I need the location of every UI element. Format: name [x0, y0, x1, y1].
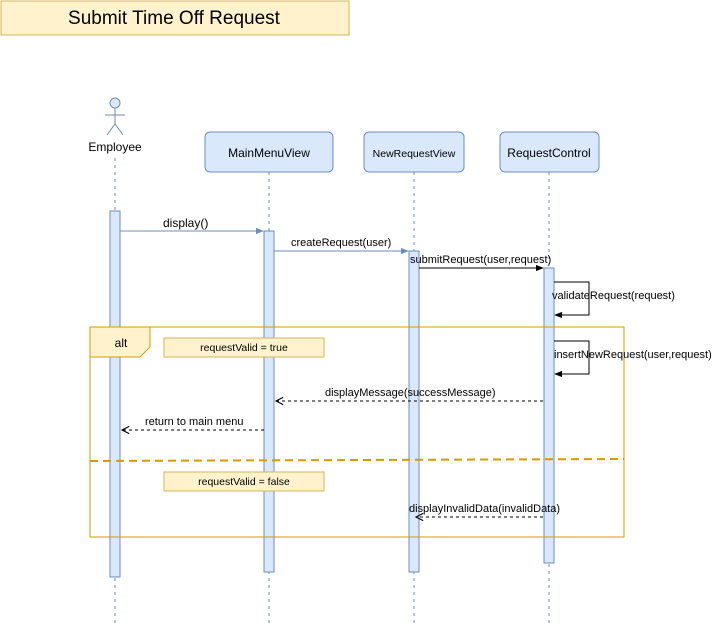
message-label: createRequest(user)	[291, 237, 391, 249]
message-display-invalid-data: displayInvalidData(invalidData)	[409, 503, 560, 517]
actor-label: Employee	[88, 140, 142, 154]
title-box	[0, 0, 350, 36]
activation-employee	[109, 210, 121, 578]
guard-true-label: requestValid = true	[200, 342, 288, 354]
lifeline-label: RequestControl	[507, 146, 590, 160]
lifeline-newrequestview-header: NewRequestView	[363, 131, 465, 173]
message-display-message: displayMessage(successMessage)	[276, 387, 543, 401]
activation-mainmenuview	[263, 230, 275, 573]
lifeline-mainmenuview-header: MainMenuView	[204, 131, 334, 173]
message-label: insertNewRequest(user,request)	[554, 349, 712, 361]
alt-fragment: alt requestValid = true requestValid = f…	[89, 326, 625, 538]
message-label: return to main menu	[145, 416, 243, 428]
message-label: displayInvalidData(invalidData)	[409, 503, 560, 515]
title-text: Submit Time Off Request	[68, 8, 281, 29]
message-label: validateRequest(request)	[552, 290, 675, 302]
message-create-request: createRequest(user)	[274, 237, 409, 255]
lifeline-label: NewRequestView	[373, 148, 456, 160]
fragment-operator-tab	[89, 326, 151, 358]
message-return-to-main-menu: return to main menu	[122, 416, 264, 430]
message-submit-request: submitRequest(user,request)	[410, 254, 551, 272]
activation-newrequestview	[408, 250, 420, 573]
activation-bars	[109, 210, 555, 578]
guard-false-label: requestValid = false	[198, 476, 290, 488]
diagram-title: Submit Time Off Request	[0, 0, 350, 36]
message-insert-new-request: insertNewRequest(user,request)	[554, 340, 712, 378]
message-label: displayMessage(successMessage)	[325, 387, 496, 399]
lifeline-label: MainMenuView	[228, 146, 310, 160]
message-label: submitRequest(user,request)	[410, 254, 551, 266]
fragment-divider	[89, 458, 625, 462]
message-label: display()	[163, 216, 208, 230]
activation-requestcontrol	[543, 267, 555, 564]
actor-employee	[105, 97, 125, 136]
guard-true-box	[163, 337, 325, 358]
guard-false-box	[163, 471, 325, 492]
fragment-frame	[89, 326, 625, 538]
lifeline-requestcontrol-header: RequestControl	[499, 131, 600, 173]
fragment-operator: alt	[115, 336, 128, 350]
message-validate-request: validateRequest(request)	[552, 281, 675, 319]
message-display: display()	[120, 216, 264, 235]
actor-head-icon	[109, 97, 121, 109]
